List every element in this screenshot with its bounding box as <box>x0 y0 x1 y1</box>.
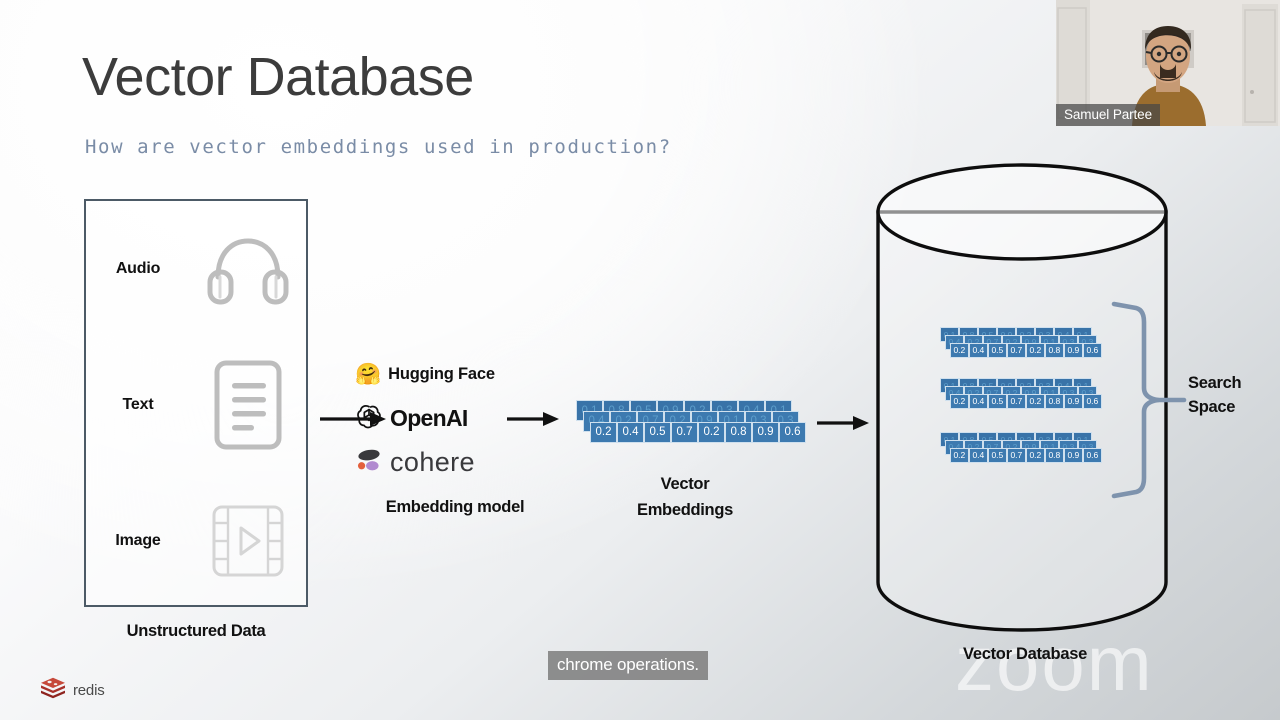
vector-cell: 0.5 <box>987 447 1007 463</box>
data-type-row-audio: Audio <box>86 201 306 337</box>
provider-openai: OpenAI <box>355 396 555 440</box>
vector-cell: 0.5 <box>987 393 1007 409</box>
data-type-label-audio: Audio <box>115 260 161 277</box>
vector-cell: 0.4 <box>968 393 988 409</box>
vector-cell: 0.9 <box>1063 447 1083 463</box>
vector-cell: 0.8 <box>1044 393 1064 409</box>
vector-cell: 0.9 <box>752 421 780 443</box>
vector-cell: 0.6 <box>1082 393 1102 409</box>
data-type-label-image: Image <box>115 532 161 549</box>
vector-cell: 0.8 <box>725 421 753 443</box>
vector-cell: 0.2 <box>1025 447 1045 463</box>
document-icon <box>190 359 306 451</box>
search-space-line1: Search <box>1188 374 1242 392</box>
vector-cell: 0.2 <box>698 421 726 443</box>
vector-cell: 0.2 <box>590 421 618 443</box>
provider-label-hugging-face: Hugging Face <box>388 364 495 383</box>
vector-cell: 0.4 <box>968 447 988 463</box>
provider-hugging-face: 🤗 Hugging Face <box>355 352 555 396</box>
vector-cell: 0.2 <box>1025 342 1045 358</box>
vector-database-cylinder <box>872 162 1172 637</box>
vector-cell: 0.2 <box>1025 393 1045 409</box>
participant-name-label: Samuel Partee <box>1056 104 1160 126</box>
cohere-icon <box>355 446 383 479</box>
vector-cell: 0.2 <box>949 447 969 463</box>
page-subtitle: How are vector embeddings used in produc… <box>85 136 672 158</box>
webcam-video-tile[interactable]: Samuel Partee <box>1056 0 1280 126</box>
embedding-model-group: 🤗 Hugging Face OpenAI cohere <box>355 352 555 484</box>
data-type-row-text: Text <box>86 337 306 473</box>
vector-cell: 0.6 <box>779 421 807 443</box>
zoom-watermark: zoom <box>955 619 1154 707</box>
page-title: Vector Database <box>82 47 474 107</box>
vector-cell: 0.7 <box>1006 393 1026 409</box>
provider-label-cohere: cohere <box>390 446 475 477</box>
unstructured-data-box: Audio Text Image <box>84 199 308 607</box>
search-space-line2: Space <box>1188 397 1236 416</box>
redis-logo: redis <box>40 676 105 705</box>
vector-database-caption: Vector Database <box>963 645 1087 663</box>
redis-label: redis <box>73 682 105 699</box>
unstructured-data-caption: Unstructured Data <box>126 622 266 640</box>
vector-cell: 0.8 <box>1044 342 1064 358</box>
vector-cell: 0.2 <box>949 342 969 358</box>
vector-cell: 0.4 <box>617 421 645 443</box>
provider-cohere: cohere <box>355 440 555 484</box>
image-film-icon <box>190 501 306 581</box>
arrow-vectors-to-database <box>815 412 871 439</box>
openai-icon <box>355 402 383 435</box>
vector-cell: 0.4 <box>968 342 988 358</box>
hugging-face-icon: 🤗 <box>355 362 382 386</box>
vector-cell: 0.2 <box>949 393 969 409</box>
vector-caption-line2: Embeddings <box>636 500 733 519</box>
embedding-model-caption: Embedding model <box>385 498 525 516</box>
vector-caption-line1: Vector <box>660 475 710 493</box>
redis-mark-icon <box>40 676 66 705</box>
vector-cell: 0.5 <box>987 342 1007 358</box>
vector-cell: 0.7 <box>671 421 699 443</box>
vector-embeddings-caption: Vector Embeddings <box>605 472 765 523</box>
arrow-model-to-vectors <box>505 408 561 435</box>
live-caption-bar: chrome operations. <box>548 651 708 680</box>
vector-cell: 0.9 <box>1063 342 1083 358</box>
vector-cell: 0.8 <box>1044 447 1064 463</box>
vector-cell: 0.6 <box>1082 447 1102 463</box>
headphones-icon <box>190 231 306 307</box>
vector-cell: 0.9 <box>1063 393 1083 409</box>
data-type-label-text: Text <box>122 396 154 413</box>
provider-label-openai: OpenAI <box>390 404 468 431</box>
vector-cell: 0.7 <box>1006 342 1026 358</box>
search-space-brace <box>1110 300 1190 505</box>
data-type-row-image: Image <box>86 473 306 609</box>
vector-cell: 0.7 <box>1006 447 1026 463</box>
search-space-label: Search Space <box>1188 372 1280 420</box>
vector-cell: 0.5 <box>644 421 672 443</box>
vector-cell: 0.6 <box>1082 342 1102 358</box>
